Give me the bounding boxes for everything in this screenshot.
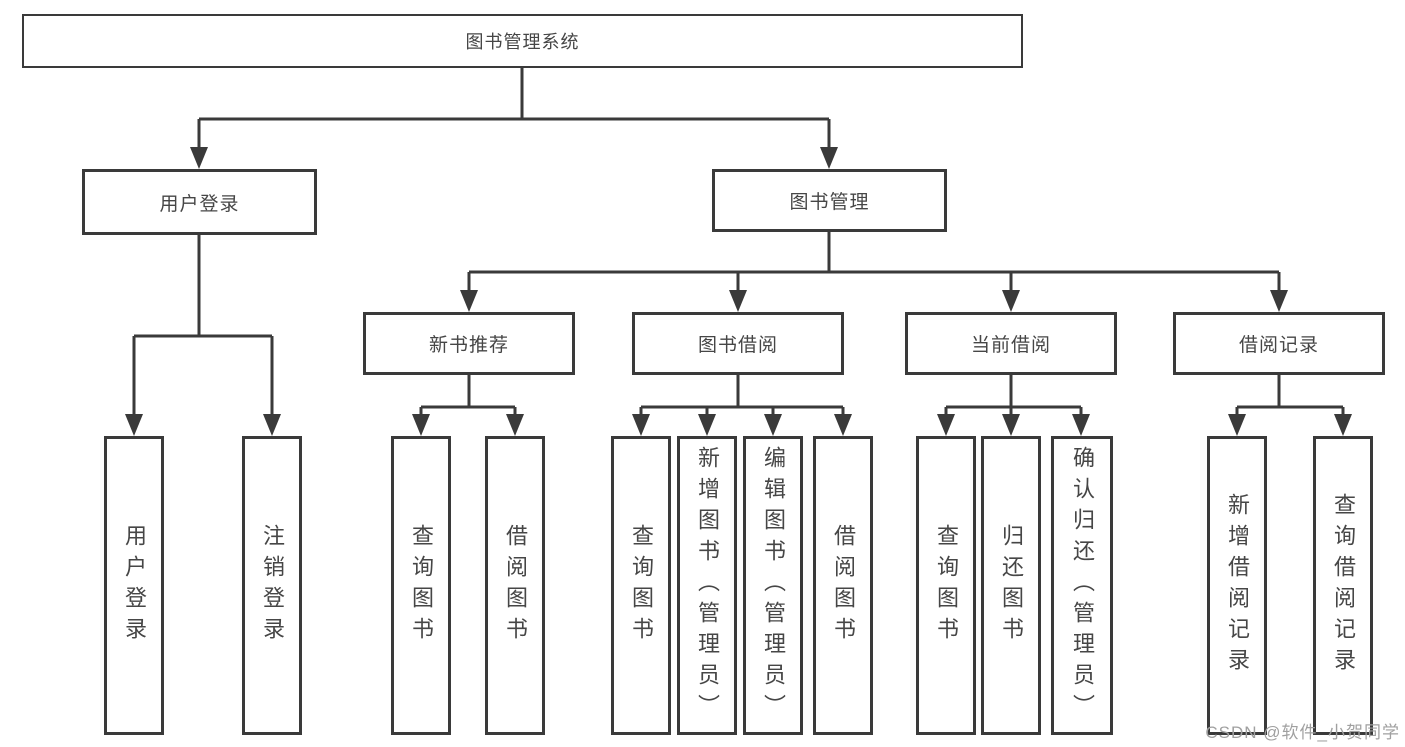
leaf-label: 确认归还（管理员）: [1070, 446, 1095, 725]
leaf-label: 查询图书: [409, 523, 434, 648]
node-current-borrowing: 当前借阅: [905, 312, 1117, 375]
leaf-label: 新增借阅记录: [1225, 492, 1250, 679]
leaf-logout: 注销登录: [242, 436, 302, 735]
leaf-borrow-query-books: 查询图书: [611, 436, 671, 735]
leaf-label: 用户登录: [122, 523, 147, 648]
leaf-label: 新增图书（管理员）: [695, 446, 720, 725]
leaf-borrow-add-books-admin: 新增图书（管理员）: [677, 436, 737, 735]
leaf-label: 查询图书: [934, 523, 959, 648]
leaf-borrow-edit-books-admin: 编辑图书（管理员）: [743, 436, 803, 735]
node-book-borrowing: 图书借阅: [632, 312, 844, 375]
leaf-newbook-query-books: 查询图书: [391, 436, 451, 735]
leaf-current-return-books: 归还图书: [981, 436, 1041, 735]
leaf-label: 借阅图书: [831, 523, 856, 648]
node-new-book-recommendation: 新书推荐: [363, 312, 575, 375]
node-borrowing-records: 借阅记录: [1173, 312, 1385, 375]
arrowheads: [125, 147, 1352, 436]
leaf-label: 借阅图书: [503, 523, 528, 648]
leaf-records-add-record: 新增借阅记录: [1207, 436, 1267, 735]
leaf-current-query-books: 查询图书: [916, 436, 976, 735]
watermark: CSDN @软件_小贺同学: [1205, 723, 1400, 742]
leaf-current-confirm-return-admin: 确认归还（管理员）: [1051, 436, 1113, 735]
leaf-borrow-borrow-books: 借阅图书: [813, 436, 873, 735]
leaf-records-query-record: 查询借阅记录: [1313, 436, 1373, 735]
leaf-label: 归还图书: [999, 523, 1024, 648]
leaf-label: 查询借阅记录: [1331, 492, 1356, 679]
leaf-label: 注销登录: [260, 523, 285, 648]
leaf-user-login: 用户登录: [104, 436, 164, 735]
leaf-label: 编辑图书（管理员）: [761, 446, 786, 725]
leaf-label: 查询图书: [629, 523, 654, 648]
node-library-management-system: 图书管理系统: [22, 14, 1023, 68]
node-book-management: 图书管理: [712, 169, 947, 232]
leaf-newbook-borrow-books: 借阅图书: [485, 436, 545, 735]
node-user-login: 用户登录: [82, 169, 317, 235]
